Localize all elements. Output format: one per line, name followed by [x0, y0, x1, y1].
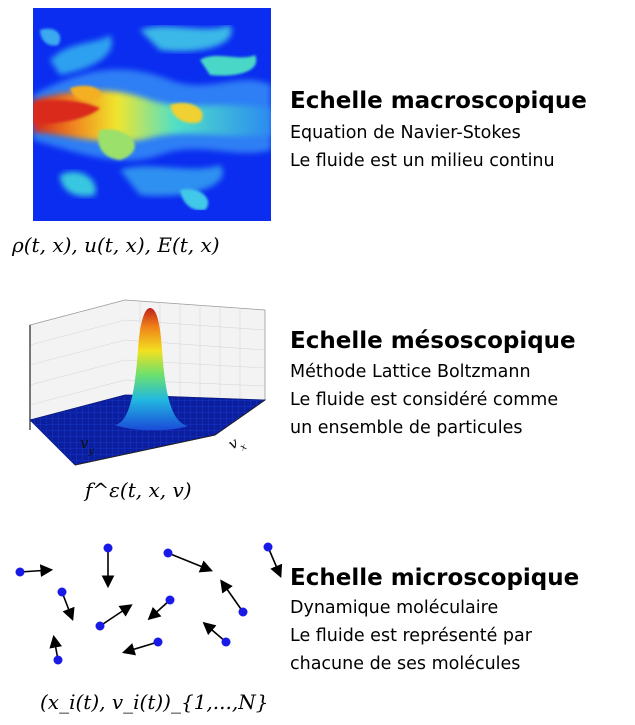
- meso-line-1: Méthode Lattice Boltzmann: [290, 362, 531, 382]
- macro-panel: Echelle macroscopique Equation de Navier…: [0, 0, 635, 270]
- micro-panel: Echelle microscopique Dynamique molécula…: [0, 510, 635, 725]
- meso-line-2: Le fluide est considéré comme: [290, 390, 559, 410]
- micro-title: Echelle microscopique: [290, 565, 580, 591]
- meso-line-3: un ensemble de particules: [290, 418, 523, 438]
- micro-formula-text: (x_i(t), v_i(t))_{1,...,N}: [40, 690, 269, 714]
- meso-formula-text: f^ε(t, x, v): [85, 478, 192, 502]
- gaussian-3d-plot: vy vx: [29, 299, 267, 466]
- micro-line-1: Dynamique moléculaire: [290, 598, 499, 618]
- macro-formula: ρ(t, x), u(t, x), E(t, x): [12, 233, 220, 257]
- turbulence-image: [33, 8, 271, 221]
- micro-formula: (x_i(t), v_i(t))_{1,...,N}: [40, 690, 268, 714]
- meso-formula: f^ε(t, x, v): [85, 478, 192, 502]
- meso-title: Echelle mésoscopique: [290, 328, 576, 354]
- particles-diagram: [15, 542, 283, 665]
- meso-panel: vy vx Echelle mésoscopique Méthode Latti…: [0, 270, 635, 510]
- macro-title: Echelle macroscopique: [290, 88, 587, 114]
- macro-line-1: Equation de Navier-Stokes: [290, 123, 521, 143]
- macro-formula-text: ρ(t, x), u(t, x), E(t, x): [12, 233, 220, 257]
- macro-line-2: Le fluide est un milieu continu: [290, 151, 555, 171]
- micro-line-2: Le fluide est représenté par: [290, 626, 532, 646]
- micro-line-3: chacune de ses molécules: [290, 654, 521, 674]
- particle-group: [15, 542, 273, 665]
- vx-axis-label: vx: [225, 431, 249, 458]
